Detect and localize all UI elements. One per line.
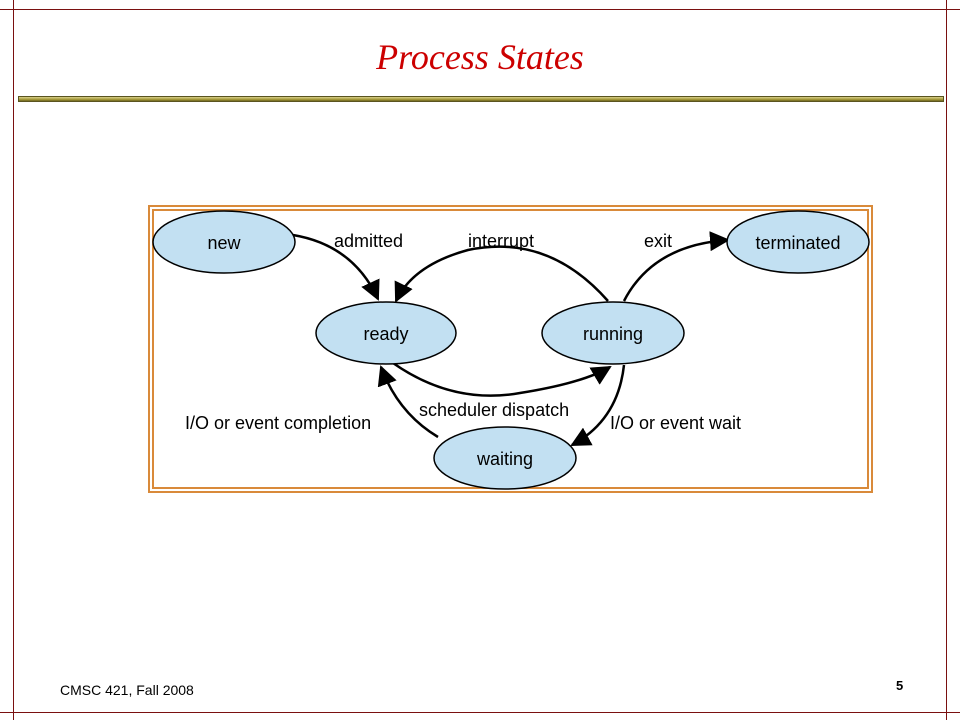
label-io-event-wait: I/O or event wait (610, 413, 741, 433)
state-ready-label: ready (363, 324, 408, 344)
slide-frame-left (0, 0, 14, 720)
course-footer: CMSC 421, Fall 2008 (60, 682, 194, 698)
process-state-diagram: new terminated ready running waiting adm… (148, 205, 873, 493)
state-terminated: terminated (726, 210, 870, 274)
label-admitted: admitted (334, 231, 403, 251)
state-running-label: running (583, 324, 643, 344)
state-new: new (152, 210, 296, 274)
edge-io-event-wait (570, 364, 626, 447)
slide-frame-top (0, 0, 960, 10)
edge-scheduler-dispatch (392, 361, 612, 397)
state-ready: ready (315, 301, 457, 365)
state-waiting-label: waiting (476, 449, 533, 469)
edge-interrupt (394, 245, 609, 303)
page-number: 5 (896, 678, 904, 693)
edge-io-event-completion (377, 365, 439, 439)
state-terminated-label: terminated (755, 233, 840, 253)
state-waiting: waiting (433, 426, 577, 490)
edge-admitted (292, 233, 380, 301)
title-underline-bar (18, 96, 944, 102)
label-scheduler-dispatch: scheduler dispatch (419, 400, 569, 420)
label-io-event-completion: I/O or event completion (185, 413, 371, 433)
label-exit: exit (644, 231, 672, 251)
label-interrupt: interrupt (468, 231, 534, 251)
edge-exit (622, 231, 730, 302)
slide-frame-bottom (0, 712, 960, 720)
state-new-label: new (207, 233, 241, 253)
state-running: running (541, 301, 685, 365)
slide-title: Process States (376, 37, 584, 77)
diagram-border-outer (148, 205, 873, 493)
slide-frame-right (946, 0, 960, 720)
